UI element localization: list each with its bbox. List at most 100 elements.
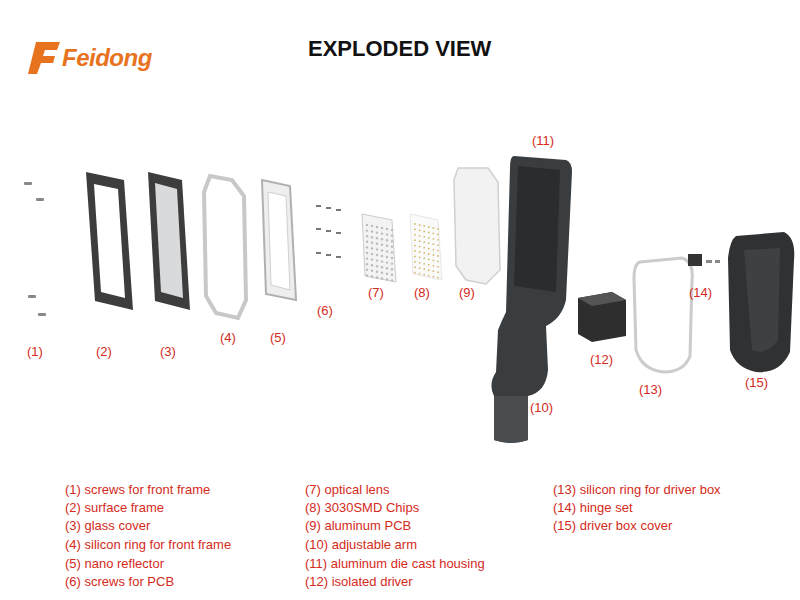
hinge-set [688,254,702,266]
part-list-item: (12) isolated driver [305,574,413,590]
dot [371,258,373,260]
dot [381,244,383,246]
dot [419,273,421,275]
part-list-item: (13) silicon ring for driver box [553,482,721,498]
dot [414,261,416,263]
part-list-item: (8) 3030SMD Chips [305,500,419,516]
dot [428,237,430,239]
isolated-driver [578,292,626,342]
dot [433,260,435,262]
dot [428,248,430,250]
callout-number: (4) [220,330,236,346]
dot [391,257,393,259]
part-list-item: (9) aluminum PCB [305,518,411,534]
dot [376,248,378,250]
dot [423,274,425,276]
dot [419,262,421,264]
callout-number: (15) [745,375,768,391]
dot [419,235,421,237]
dot [381,227,383,229]
dot [423,247,425,249]
dot [437,266,439,268]
dot [391,262,393,264]
dot [391,234,393,236]
dot [376,259,378,261]
part-list-item: (2) surface frame [65,500,164,516]
smd-chips [410,214,442,280]
dot [419,230,421,232]
dot [391,268,393,270]
dot [386,250,388,252]
dot [428,253,430,255]
dot [433,233,435,235]
dot [433,243,435,245]
dot [381,272,383,274]
dot [437,255,439,257]
glass-cover [148,172,190,310]
dot [391,246,393,248]
dot [433,265,435,267]
dot [376,226,378,228]
pcb-screws [316,205,341,258]
dot [371,264,373,266]
front-frame-screws [24,182,46,316]
dot [428,264,430,266]
dot [381,260,383,262]
callout-number: (13) [639,382,662,398]
dot [414,239,416,241]
dot [437,250,439,252]
dot [366,224,368,226]
dot [386,267,388,269]
dot [419,267,421,269]
dot [386,278,388,280]
dot [414,256,416,258]
dot [376,276,378,278]
dot [371,225,373,227]
dot [433,249,435,251]
dot [366,246,368,248]
dot [433,254,435,256]
nano-reflector [262,180,296,300]
dot [428,269,430,271]
dot [428,232,430,234]
dot [386,261,388,263]
dot [371,236,373,238]
dot [376,231,378,233]
dot [433,276,435,278]
dot [419,246,421,248]
diagram-title: EXPLODED VIEW [308,36,491,62]
callout-number: (2) [96,344,112,360]
dot [419,251,421,253]
dot [414,266,416,268]
dot [437,271,439,273]
dot [391,240,393,242]
part-list-item: (5) nano reflector [65,556,164,572]
callout-number: (12) [590,352,613,368]
dot [433,238,435,240]
dot [423,241,425,243]
dot [419,240,421,242]
dot [366,269,368,271]
dot [381,255,383,257]
callout-number: (8) [414,285,430,301]
dot [437,244,439,246]
dot [423,231,425,233]
logo-mark [28,42,60,74]
dot [433,227,435,229]
dot [381,266,383,268]
callout-number: (11) [532,133,554,149]
dot [376,237,378,239]
aluminum-pcb [454,168,500,284]
dot [366,235,368,237]
dot [371,247,373,249]
adjustable-arm [494,396,528,443]
dot [423,225,425,227]
dot [366,252,368,254]
dot [423,268,425,270]
dot [371,253,373,255]
dot [391,251,393,253]
dot [414,245,416,247]
part-list-item: (6) screws for PCB [65,574,174,590]
dot [437,277,439,279]
